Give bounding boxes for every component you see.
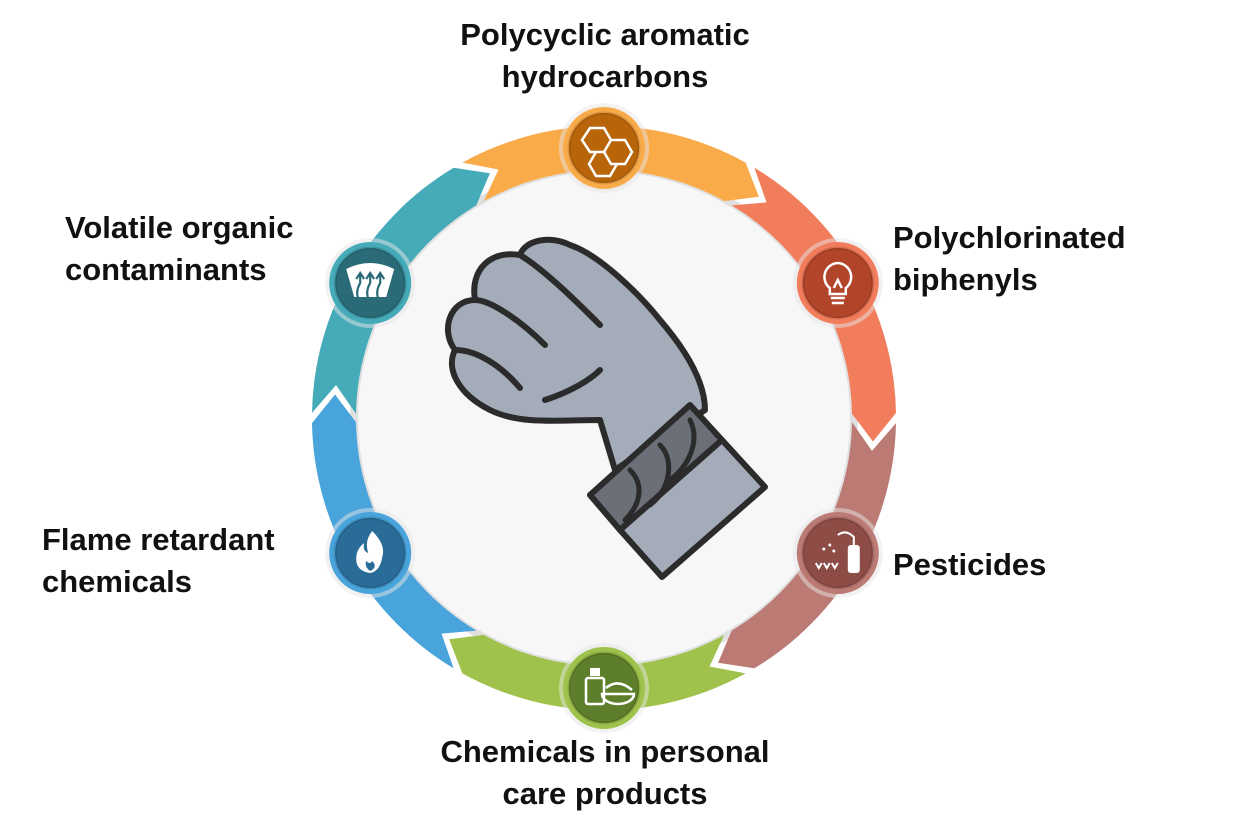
- vapor-arrows-icon: [325, 238, 416, 328]
- segment-flame: [312, 394, 477, 669]
- lightbulb-icon: [792, 238, 883, 328]
- flame-icon: [325, 508, 416, 598]
- label-line: Polychlorinated: [893, 220, 1126, 255]
- label-line: Chemicals in personal: [440, 734, 770, 769]
- segment-pest: [718, 422, 896, 669]
- wristband-fist-icon: [444, 236, 768, 580]
- label-line: Pesticides: [893, 547, 1047, 582]
- label-line: contaminants: [65, 252, 267, 287]
- segment-voc: [312, 167, 490, 414]
- spray-bottle-icon: [792, 508, 883, 598]
- label-line: hydrocarbons: [501, 59, 709, 94]
- label-polychlorinated-biphenyls: Polychlorinated biphenyls: [893, 217, 1126, 301]
- label-pesticides: Pesticides: [893, 544, 1046, 586]
- label-line: Polycyclic aromatic: [460, 17, 750, 52]
- label-polycyclic-aromatic-hydrocarbons: Polycyclic aromatic hydrocarbons: [460, 14, 750, 98]
- label-line: chemicals: [42, 564, 192, 599]
- label-line: biphenyls: [893, 262, 1038, 297]
- label-line: Volatile organic: [65, 210, 294, 245]
- label-flame-retardant-chemicals: Flame retardant chemicals: [42, 519, 275, 603]
- label-volatile-organic-contaminants: Volatile organic contaminants: [65, 207, 294, 291]
- label-line: care products: [502, 776, 708, 811]
- label-line: Flame retardant: [42, 522, 275, 557]
- segment-pcb: [731, 167, 896, 442]
- hexagon-molecule-icon: [559, 103, 649, 193]
- cosmetics-jar-icon: [559, 643, 649, 733]
- label-personal-care-products: Chemicals in personal care products: [440, 731, 769, 815]
